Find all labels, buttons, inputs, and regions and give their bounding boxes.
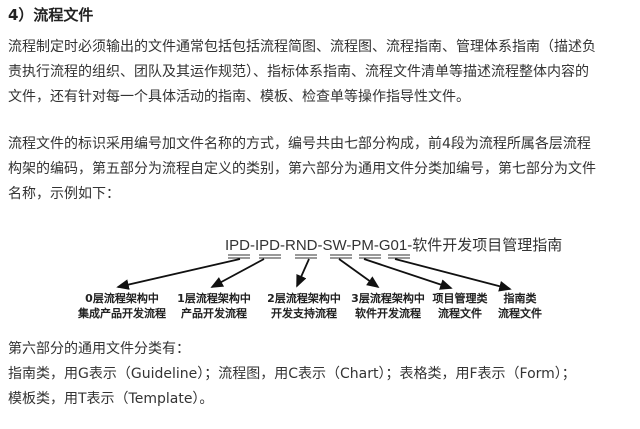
text-line: 责执行流程的组织、团队及其运作规范）、指标体系指南、流程文件清单等描述流程整体内… [8,64,589,80]
label-line: 开发支持流程 [271,307,337,320]
text-line: 模板类，用T表示（Template）。 [8,391,214,407]
text-line: 名称，示例如下： [8,186,120,202]
label-line: 流程文件 [438,307,482,320]
code-label-level3: 3层流程架构中 软件开发流程 [338,291,438,321]
paragraph-doc-categories: 第六部分的通用文件分类有： 指南类，用G表示（Guideline）；流程图，用C… [8,337,632,412]
label-line: 0层流程架构中 [85,292,159,305]
example-file-code: IPD-IPD-RND-SW-PM-G01-软件开发项目管理指南 [225,237,563,254]
text-line: 流程制定时必须输出的文件通常包括包括流程简图、流程图、流程指南、管理体系指南（描… [8,39,596,55]
label-line: 产品开发流程 [181,307,247,320]
text-line: 流程文件的标识采用编号加文件名称的方式，编号共由七部分构成，前4段为流程所属各层… [8,136,591,152]
text-line: 文件，还有针对每一个具体活动的指南、模板、检查单等操作指导性文件。 [8,89,470,105]
code-label-level0: 0层流程架构中 集成产品开发流程 [72,291,172,321]
text-line: 第六部分的通用文件分类有： [8,341,190,357]
paragraph-output-files: 流程制定时必须输出的文件通常包括包括流程简图、流程图、流程指南、管理体系指南（描… [8,35,632,110]
paragraph-file-identification: 流程文件的标识采用编号加文件名称的方式，编号共由七部分构成，前4段为流程所属各层… [8,132,632,207]
label-line: 指南类 [503,292,537,305]
code-label-doc-type: 指南类 流程文件 [480,291,560,321]
label-line: 3层流程架构中 [351,292,425,305]
label-line: 流程文件 [498,307,542,320]
code-label-level1: 1层流程架构中 产品开发流程 [164,291,264,321]
text-line: 构架的编码，第五部分为流程自定义的类别，第六部分为通用文件分类加编号，第七部分为… [8,161,596,177]
label-line: 集成产品开发流程 [78,307,166,320]
label-line: 1层流程架构中 [177,292,251,305]
label-line: 项目管理类 [432,292,488,305]
label-line: 软件开发流程 [355,307,421,320]
text-line: 指南类，用G表示（Guideline）；流程图，用C表示（Chart）；表格类，… [8,366,576,382]
label-line: 2层流程架构中 [267,292,341,305]
section-heading: 4）流程文件 [8,6,94,24]
code-label-level2: 2层流程架构中 开发支持流程 [254,291,354,321]
code-label-category: 项目管理类 流程文件 [420,291,500,321]
